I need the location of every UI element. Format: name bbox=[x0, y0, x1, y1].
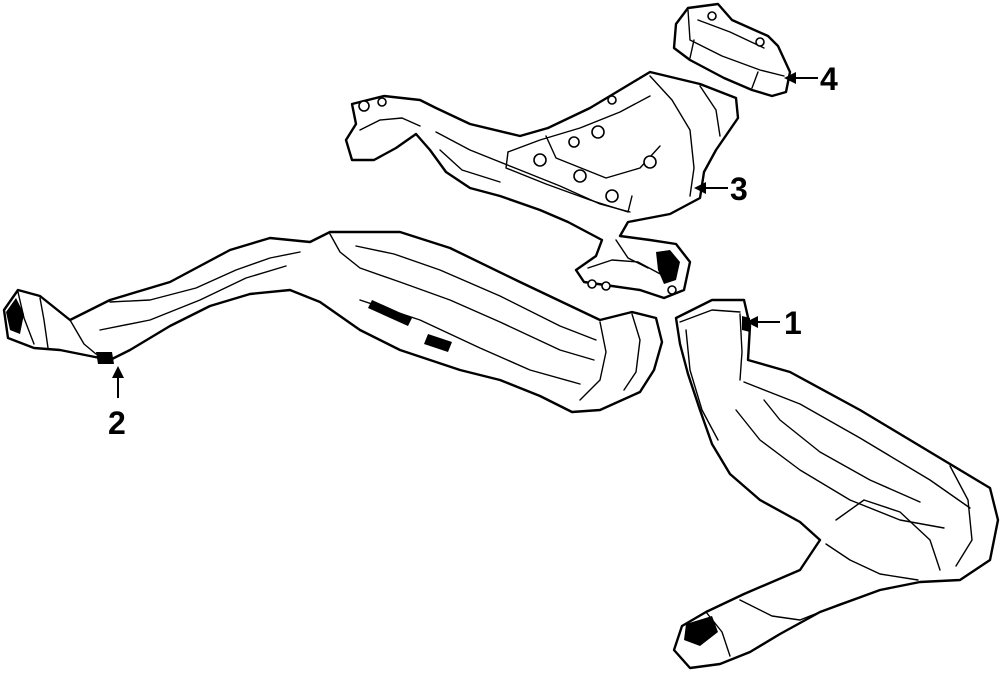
part-3-center-duct[interactable] bbox=[344, 70, 740, 300]
part-2-left-floor-duct[interactable] bbox=[2, 230, 664, 414]
callout-label-1: 1 bbox=[784, 305, 802, 341]
leader-line-2 bbox=[112, 366, 124, 398]
part-4-vent-bracket[interactable] bbox=[672, 2, 792, 98]
callout-label-4: 4 bbox=[820, 61, 838, 97]
leader-line-3 bbox=[694, 182, 728, 194]
callout-label-3: 3 bbox=[730, 171, 748, 207]
leader-line-4 bbox=[784, 72, 818, 84]
leader-line-1 bbox=[746, 316, 780, 328]
part-1-right-floor-duct[interactable] bbox=[672, 298, 1000, 670]
callout-label-2: 2 bbox=[108, 405, 126, 441]
